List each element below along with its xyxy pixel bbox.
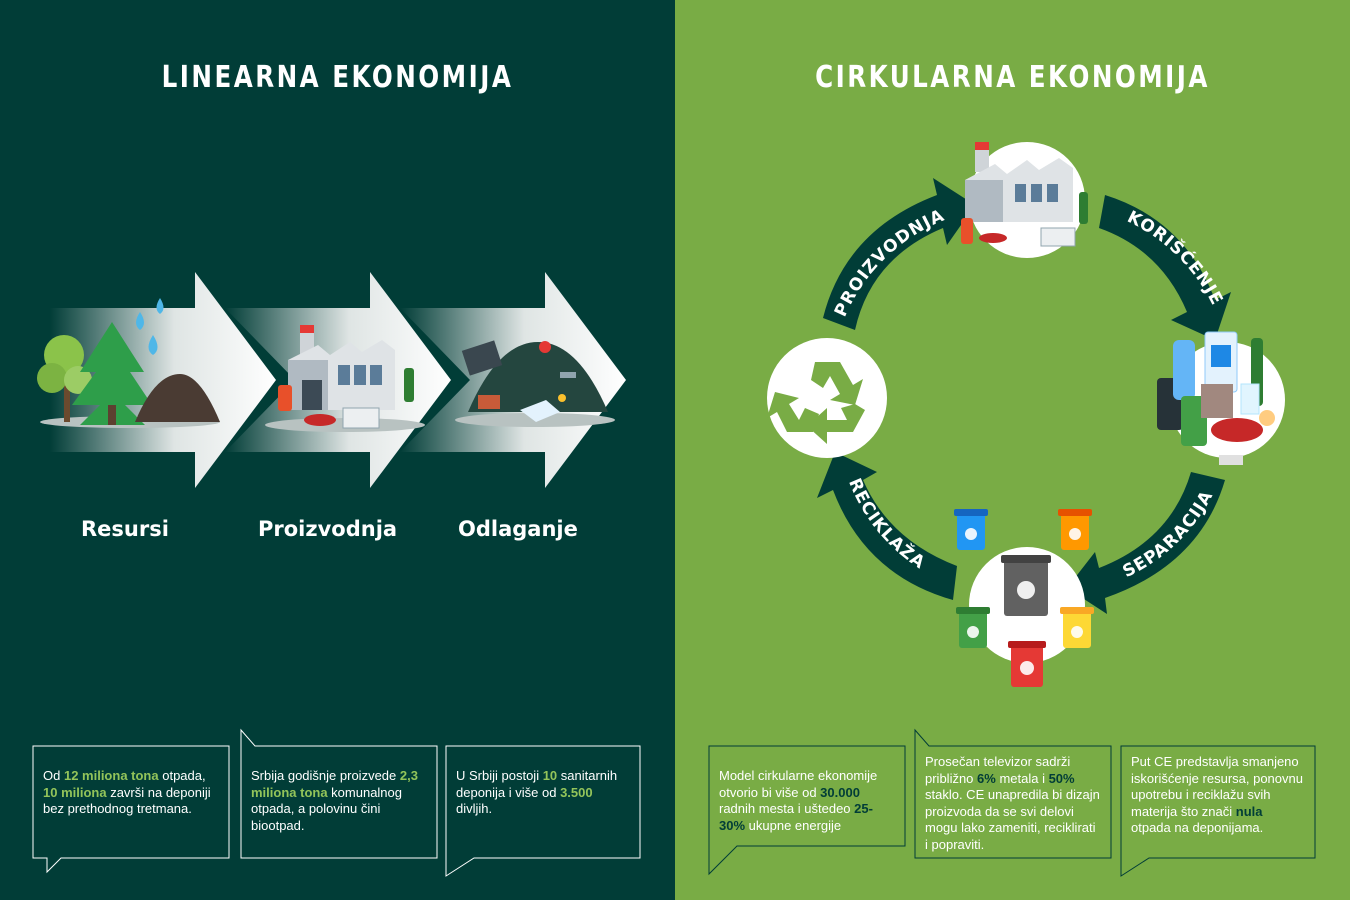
- arrow-koriscenje: [1099, 195, 1231, 340]
- linear-fact-3: U Srbiji postoji 10 sanitarnih deponija …: [445, 745, 641, 877]
- stage-label-disposal: Odlaganje: [458, 517, 578, 541]
- linear-flow-graphic: [37, 272, 626, 488]
- arrow-proizvodnja: [823, 178, 975, 330]
- circular-economy-panel: CIRKULARNA EKONOMIJA PROIZVODNJA KORIŠĆE…: [675, 0, 1350, 900]
- factory-icon: [265, 325, 425, 432]
- factory-icon: [961, 142, 1088, 258]
- linear-fact-1: Od 12 miliona tona otpada, 10 miliona za…: [32, 745, 230, 874]
- soil-pile-icon: [135, 374, 220, 422]
- circular-fact-2: Prosečan televizor sadrži približno 6% m…: [914, 728, 1112, 859]
- circular-cycle-graphic: PROIZVODNJA KORIŠĆENJE SEPARACIJA RECIKL…: [767, 142, 1285, 687]
- stage-label-resources: Resursi: [81, 517, 169, 541]
- linear-title: LINEARNA EKONOMIJA: [161, 60, 514, 95]
- arrow-separacija: [1067, 472, 1225, 614]
- recycle-icon: [767, 338, 887, 458]
- tree-icon: [37, 322, 220, 428]
- water-drops-icon: [136, 298, 164, 355]
- products-icon: [1157, 331, 1285, 465]
- linear-fact-2: Srbija godišnje proizvede 2,3 miliona to…: [240, 728, 438, 859]
- label-koriscenje: KORIŠĆENJE: [1124, 207, 1227, 309]
- linear-economy-panel: LINEARNA EKONOMIJA: [0, 0, 675, 900]
- circular-fact-1: Model cirkularne ekonomije otvorio bi vi…: [708, 745, 906, 876]
- landfill-icon: [455, 340, 615, 427]
- circular-fact-3: Put CE predstavlja smanjeno iskorišćenje…: [1120, 745, 1316, 877]
- recycling-bins-icon: [954, 509, 1094, 687]
- circular-title: CIRKULARNA EKONOMIJA: [815, 60, 1210, 95]
- arrow-reciklaza: [817, 452, 957, 600]
- label-separacija: SEPARACIJA: [1120, 487, 1218, 582]
- stage-label-production: Proizvodnja: [258, 517, 398, 541]
